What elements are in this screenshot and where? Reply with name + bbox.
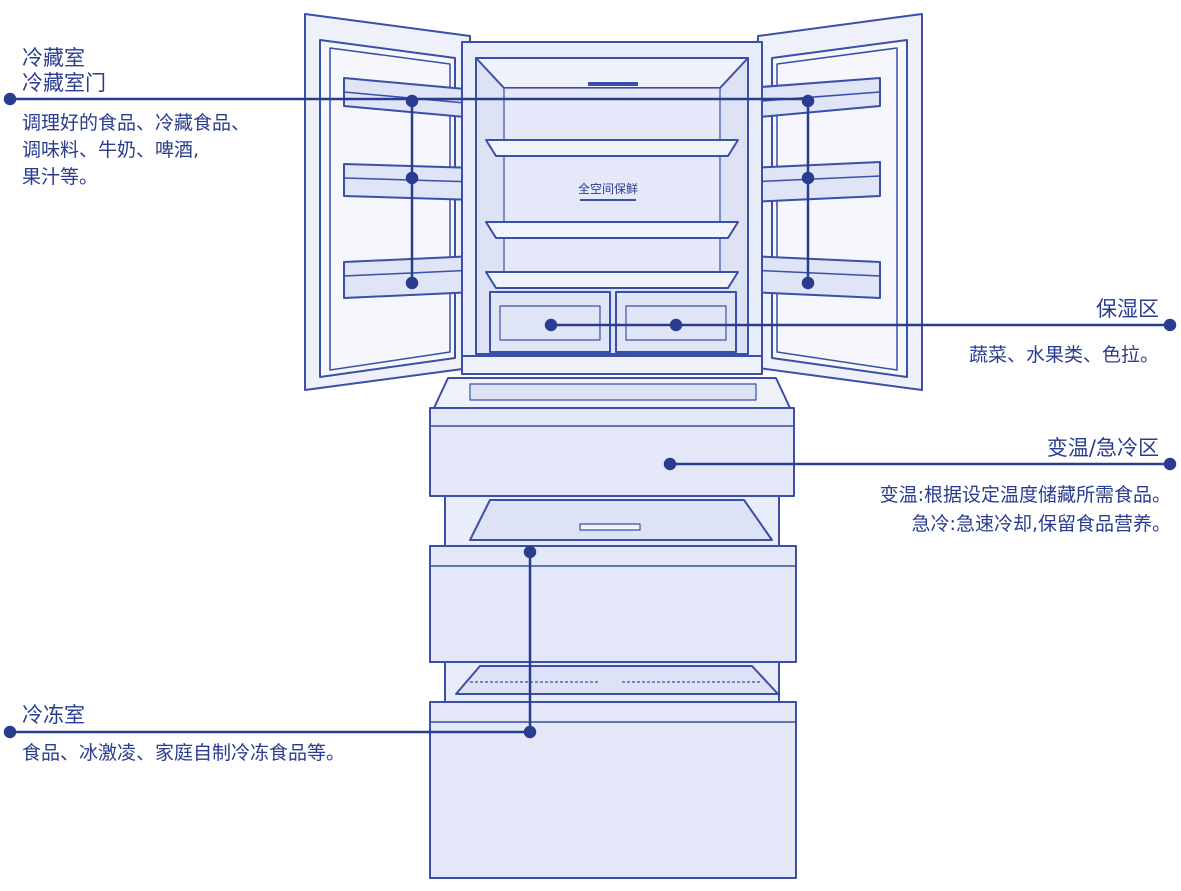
control-panel [588,82,638,86]
refrigerator-door-title: 冷藏室门 [22,71,106,95]
variable-zone-desc-line2: 急冷:急速冷却,保留食品营养。 [911,513,1171,535]
right-door-bin-bottom [747,255,881,299]
refrigerator-desc-line3: 果汁等。 [22,166,99,188]
left-door-bin-bottom [343,255,477,299]
shelf-bottom [485,271,739,289]
callout-freezer-line [3,545,537,739]
right-door-bin-middle [747,161,881,203]
fridge-cabinet [461,41,763,375]
refrigerator-title: 冷藏室 [22,46,85,70]
refrigerator-desc-line2: 调味料、牛奶、啤酒, [22,139,200,161]
callout-variable-line [663,457,1177,471]
shelf-middle [485,221,739,239]
freezer-title: 冷冻室 [22,703,85,727]
crisper-drawer-left [489,291,611,353]
variable-zone-title: 变温/急冷区 [1046,436,1159,460]
variable-zone-desc-line1: 变温:根据设定温度储藏所需食品。 [879,484,1171,506]
variable-temp-drawer [429,377,795,497]
left-door [304,13,477,391]
humidity-zone-desc: 蔬菜、水果类、色拉。 [968,344,1159,366]
freezer-drawer-upper [429,495,797,663]
panel-brand-text: 全空间保鲜 [578,181,638,196]
shelf-top [485,139,739,157]
freezer-desc: 食品、冰激凌、家庭自制冷冻食品等。 [22,742,346,764]
callout-refrigerator-line [3,92,815,290]
panel-brand-subtext [580,199,636,201]
refrigerator-desc-line1: 调理好的食品、冷藏食品、 [22,112,251,134]
callout-humidity-line [544,318,1177,332]
humidity-zone-title: 保湿区 [1096,297,1159,321]
freezer-drawer-lower [429,661,797,879]
right-door [747,13,923,391]
